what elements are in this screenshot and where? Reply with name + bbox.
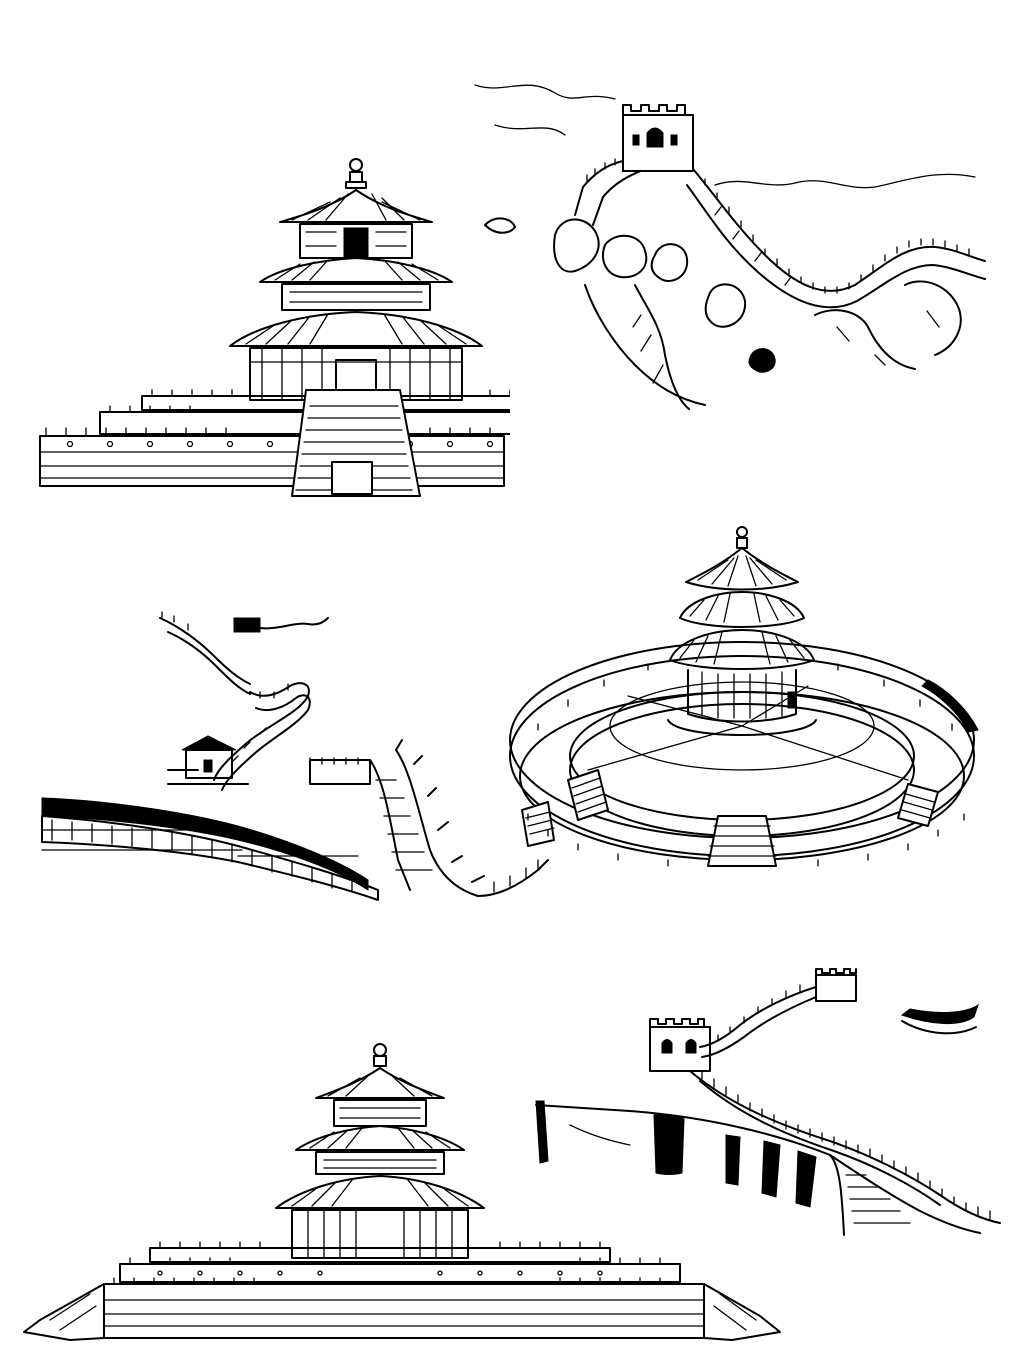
- temple-of-heaven-bottom-drawing: [23, 1043, 781, 1341]
- temple-of-heaven-aerial-drawing: [509, 526, 979, 867]
- great-wall-tower-drawing: [535, 968, 1001, 1236]
- great-wall-illustration-middle: [38, 600, 558, 915]
- temple-of-heaven-drawing: [39, 158, 510, 497]
- great-wall-winding-drawing: [41, 611, 549, 901]
- great-wall-illustration-bottom: [530, 965, 1005, 1245]
- great-wall-illustration-top: [465, 65, 995, 415]
- temple-of-heaven-illustration-aerial: [508, 520, 1008, 885]
- temple-of-heaven-illustration-top: [30, 150, 510, 505]
- great-wall-mountains-drawing: [474, 84, 986, 410]
- temple-of-heaven-illustration-bottom: [20, 1040, 790, 1355]
